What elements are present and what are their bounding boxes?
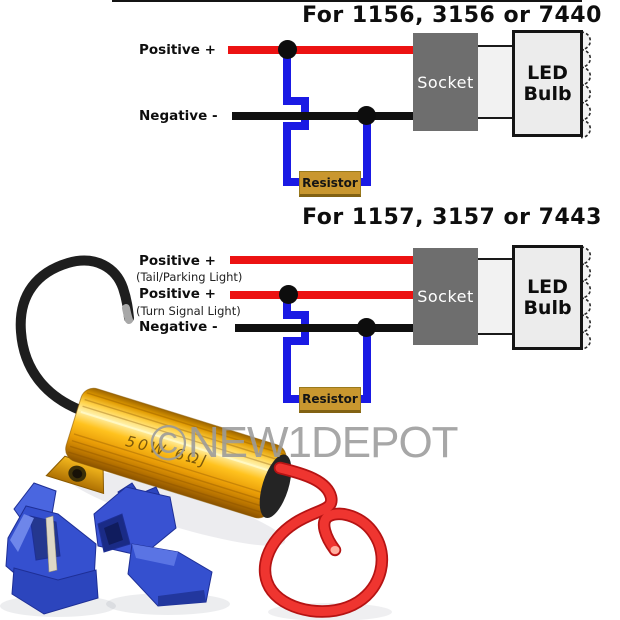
junction-dot: [279, 285, 298, 304]
metal-blade: [45, 515, 58, 573]
diagram2-positive2-sublabel: (Turn Signal Light): [136, 304, 241, 318]
resistor-wire-segment: [283, 97, 309, 105]
resistor-box-label: Resistor: [302, 392, 358, 406]
diagram1-title: For 1156, 3156 or 7440: [302, 3, 602, 28]
resistor-wire-segment: [363, 332, 371, 403]
resistor-wire-segment: [363, 118, 371, 186]
resistor-wire-segment: [283, 337, 291, 403]
resistor-fins: [68, 392, 286, 515]
junction-dot: [278, 40, 297, 59]
junction-dot: [357, 318, 376, 337]
diagram2-resistor-box: Resistor: [299, 387, 361, 413]
positive-wire: [228, 46, 414, 54]
diagram2-positive2-label: Positive +: [139, 286, 216, 302]
resistor-wire-segment: [283, 311, 309, 319]
watermark-text: NEW1DEPOT: [187, 418, 459, 467]
resistor-wire-segment: [283, 299, 291, 319]
t-tap-connector-right: [93, 482, 213, 607]
resistor-box-label: Resistor: [302, 176, 358, 190]
bulb-label-line2: Bulb: [523, 82, 572, 105]
positive-wire-tail: [230, 256, 414, 264]
resistor-wire-segment: [283, 395, 305, 403]
t-tap-connector-left: [5, 482, 99, 615]
black-wire: [15, 255, 134, 415]
copyright-symbol: ©: [150, 415, 187, 471]
resistor-wire-segment: [283, 122, 291, 186]
diagram2-positive1-label: Positive +: [139, 253, 216, 269]
diagram1-resistor-box: Resistor: [299, 171, 361, 197]
resistor-wire-segment: [283, 337, 309, 345]
resistor-wire-segment: [283, 178, 305, 186]
top-border-line: [112, 0, 582, 2]
diagram2-socket: Socket: [413, 248, 478, 345]
socket-label: Socket: [417, 287, 474, 306]
diagram1-bulb-base: [478, 45, 512, 119]
diagram2-led-bumps: [580, 246, 592, 350]
bulb-label-line2: Bulb: [523, 296, 572, 319]
diagram1-positive-label: Positive +: [139, 42, 216, 58]
diagram1-socket: Socket: [413, 33, 478, 131]
bulb-label-line1: LED: [527, 275, 568, 298]
negative-wire: [232, 112, 414, 120]
junction-dot: [357, 106, 376, 125]
diagram1-led-bumps: [580, 31, 592, 139]
red-wire-coil: [258, 461, 389, 618]
diagram2-title: For 1157, 3157 or 7443: [302, 205, 602, 230]
socket-label: Socket: [417, 72, 474, 92]
diagram1-led-bulb: LED Bulb: [512, 30, 583, 137]
diagram2-positive1-sublabel: (Tail/Parking Light): [136, 270, 243, 284]
fin-highlight: [80, 411, 280, 475]
wire-cut-tip: [122, 304, 133, 324]
diagram2-bulb-base: [478, 258, 512, 335]
positive-wire-turn: [230, 291, 414, 299]
watermark: ©NEW1DEPOT: [150, 414, 459, 472]
diagram2-led-bulb: LED Bulb: [512, 245, 583, 350]
resistor-wire-segment: [283, 122, 309, 130]
resistor-wire-segment: [283, 54, 291, 104]
negative-wire: [235, 324, 414, 332]
red-wire-cut-tip: [330, 546, 340, 554]
diagram1-negative-label: Negative -: [139, 108, 218, 124]
diagram2-negative-label: Negative -: [139, 319, 218, 335]
bulb-label-line1: LED: [527, 61, 568, 84]
flange-hole-inner: [72, 469, 83, 479]
